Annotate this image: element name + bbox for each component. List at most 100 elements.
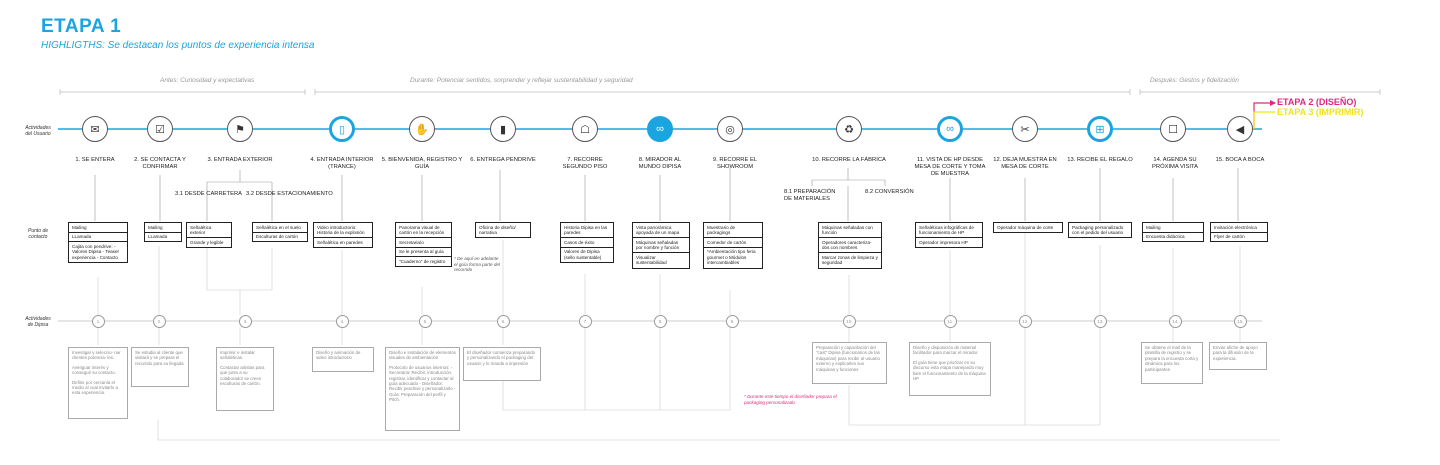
contact-item: Valores de Dipisa (sello sustentable) [564, 249, 602, 260]
dipisa-node-12: 12. [1019, 315, 1032, 328]
dipisa-text: Protocolo de usuarios internos: - Secret… [389, 364, 456, 403]
dipisa-node-14: 14. [1169, 315, 1182, 328]
step-3: 3. ENTRADA EXTERIOR [207, 157, 273, 163]
step-7: 7. RECORRE SEGUNDO PISO [562, 157, 608, 170]
substep-3-1: 3.1 DESDE CARRETERA [175, 191, 243, 197]
contact-item: Flyer de cartón [1214, 234, 1245, 240]
dipisa-box-1: Investigar y seleccio- nar clientes pote… [68, 347, 128, 419]
step-10: 10. RECORRE LA FÁBRICA [812, 157, 886, 163]
dipisa-box-5: Diseño e instalación de elementos visual… [385, 347, 460, 431]
contact-item: Operador máquina de corte [997, 224, 1054, 230]
contact-item: Esculturas de cartón [256, 234, 298, 240]
contact-item: Máquinas señaladas con función [819, 223, 881, 239]
contact-item: Historia Dipisa en las paredes [561, 223, 613, 239]
contact-item: Video introductorio: Historia de la expl… [314, 223, 372, 239]
dipisa-node-11: 11. [944, 315, 957, 328]
contact-item: Señaléticas infográficas de funcionamien… [916, 223, 982, 239]
dipisa-text: Se estudia al cliente que visitará y se … [135, 350, 184, 366]
contact-item: Encuesta didáctica [1146, 234, 1185, 240]
contact-item: Se le presenta al guía [396, 248, 451, 258]
dipisa-box-10: Preparación y capacitación del "cast" Di… [812, 342, 887, 384]
walking-icon: ☖ [572, 116, 598, 142]
dipisa-node-5: 5. [419, 315, 432, 328]
dipisa-node-4: 4. [336, 315, 349, 328]
contact-item: Packaging personalizado con el pedido de… [1072, 224, 1124, 236]
dipisa-node-2: 2. [153, 315, 166, 328]
phase-antes: Antes: Curiosidad y expectativas [160, 77, 255, 84]
contact-item: Panorama visual de cartón en la recepció… [396, 223, 451, 239]
dipisa-text: Contactar artistas para que junto a su c… [220, 364, 265, 387]
note-disenador: * Durante este tiempo el diseñador prepa… [744, 394, 837, 405]
contact-box-2: Mailing LLamada [144, 222, 182, 243]
contact-box-6: Oficina de diseño/ narrativa [475, 222, 531, 239]
dipisa-box-4: Diseño y animación de video introductori… [312, 347, 374, 372]
recycle-icon: ♻ [836, 116, 862, 142]
dipisa-box-11: Diseño y disposición de material facilit… [909, 342, 991, 396]
contact-box-8: Vista panorámica apoyada de un mapa Máqu… [632, 222, 690, 269]
dipisa-box-15: Enviar afiche de apoyo para la difusión … [1209, 342, 1267, 370]
dipisa-node-13: 13. [1094, 315, 1107, 328]
dipisa-node-6: 6. [497, 315, 510, 328]
dipisa-node-8: 8. [654, 315, 667, 328]
scissors-icon: ✂ [1012, 116, 1038, 142]
contact-box-14: Mailing Encuesta didáctica [1142, 222, 1204, 243]
contact-item: Señalética en paredes [317, 239, 363, 245]
contact-item: Muestrario de packagings [704, 223, 762, 239]
binoculars-icon: ∞ [647, 116, 673, 142]
dipisa-text: Imprimir e instalar señaléticas. [220, 350, 255, 361]
dipisa-text: Diseño e instalación de elementos visual… [389, 350, 456, 361]
page-title: ETAPA 1 [41, 16, 122, 37]
contact-item: Mailing [145, 223, 181, 233]
dipisa-node-3: 3. [239, 315, 252, 328]
step-11: 11. VISTA DE HP DESDE MESA DE CORTE Y TO… [914, 157, 986, 177]
substep-8-2: 8.2 CONVERSIÓN [865, 189, 914, 195]
dipisa-text: Investigar y seleccio- nar clientes pote… [72, 350, 121, 361]
contact-item: Mailing [1143, 223, 1203, 233]
step-4: 4. ENTRADA INTERIOR (TRANCE) [310, 157, 374, 170]
contact-item: LLamada [148, 234, 168, 240]
step-8: 8. MIRADOR AL MUNDO DIPISA [638, 157, 682, 170]
contact-item: Señalética en el suelo [253, 223, 307, 233]
dipisa-text: Diseño y disposición de material facilit… [913, 345, 979, 356]
contact-item: Vista panorámica apoyada de un mapa [633, 223, 689, 239]
etapa2-label: ETAPA 2 (DISEÑO) [1277, 97, 1357, 107]
dipisa-node-9: 9. [726, 315, 739, 328]
dipisa-node-1: 1. [92, 315, 105, 328]
contact-box-1: Mailing LLamada Cajita con pendrive: - V… [68, 222, 128, 263]
phase-despues: Después: Gestos y fidelización [1150, 77, 1239, 84]
eyes-icon: ◎ [717, 116, 743, 142]
dipisa-text: El guía tiene que priorizar en su discur… [913, 359, 986, 382]
envelope-icon: ✉ [82, 116, 108, 142]
label-punto-contacto: Punto de contacto [27, 228, 49, 240]
handshake-icon: ✋ [409, 116, 435, 142]
dipisa-node-15: 15. [1234, 315, 1247, 328]
dipisa-text: Definir por cercanía el medio al cual in… [72, 379, 118, 396]
contact-item: Operadores caracteriza- dos con nombres [819, 238, 881, 254]
gift-icon: ⊞ [1087, 116, 1113, 142]
dipisa-text: Enviar afiche de apoyo para la difusión … [1213, 345, 1258, 361]
contact-item: Mailing [69, 223, 127, 233]
dipisa-text: Se obtiene el mail de la plantilla de re… [1145, 345, 1199, 372]
contact-box-3b: Señalética en el suelo Esculturas de car… [252, 222, 308, 243]
dipisa-node-7: 7. [579, 315, 592, 328]
dipisa-box-3: Imprimir e instalar señaléticas. Contact… [216, 347, 274, 411]
dipisa-text: El diseñador comienza preparando y perso… [467, 350, 536, 366]
contact-item: LLamada [69, 233, 127, 243]
contact-item: *Ambientación tipo feria gourmet o Módul… [707, 249, 756, 266]
label-actividades-usuario: Actividades del Usuario [25, 125, 51, 137]
megaphone-icon: ◀ [1227, 116, 1253, 142]
dipisa-box-14: Se obtiene el mail de la plantilla de re… [1141, 342, 1203, 384]
step-15: 15. BOCA A BOCA [1215, 157, 1265, 163]
dipisa-box-6: El diseñador comienza preparando y perso… [463, 347, 541, 381]
contact-box-5: Panorama visual de cartón en la recepció… [395, 222, 452, 267]
substep-8-1: 8.1 PREPARACIÓN DE MATERIALES [784, 189, 836, 202]
signpost-icon: ⚑ [227, 116, 253, 142]
step-12: 12. DEJA MUESTRA EN MESA DE CORTE [993, 157, 1057, 170]
substep-3-2: 3.2 DESDE ESTACIONAMIENTO [246, 191, 333, 197]
contact-item: Secretaria/o [396, 238, 451, 248]
contact-box-13: Packaging personalizado con el pedido de… [1068, 222, 1132, 239]
contact-item: Marcar zonas de limpieza y seguridad [822, 254, 878, 266]
label-actividades-dipisa: Actividades de Dipisa [25, 316, 51, 328]
contact-item: Grande y legible [190, 239, 224, 245]
step-6: 6. ENTREGA PENDRIVE [470, 157, 536, 163]
